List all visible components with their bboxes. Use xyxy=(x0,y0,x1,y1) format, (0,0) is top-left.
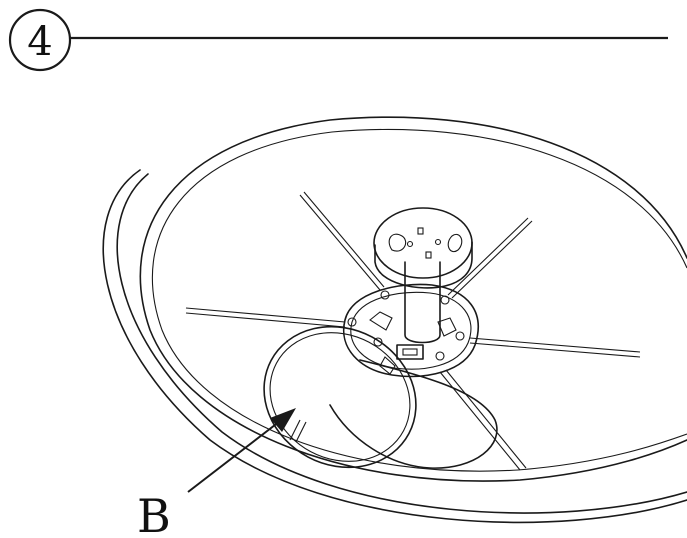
arm-upper-left xyxy=(299,191,385,291)
arm-right xyxy=(469,337,641,358)
top-cap xyxy=(373,207,473,279)
arm-upper-right xyxy=(447,217,533,299)
screw-hole xyxy=(380,290,390,300)
stem-body xyxy=(404,261,441,344)
diffuser-tube-body xyxy=(329,359,498,469)
screw-hole xyxy=(435,351,445,361)
support-arms xyxy=(185,191,641,471)
callout-leader xyxy=(187,417,285,493)
top-cap-side xyxy=(374,241,473,289)
arm-left xyxy=(185,307,346,328)
arm-lower-left xyxy=(289,419,307,443)
screw-hole xyxy=(373,337,383,347)
center-stem xyxy=(373,207,473,344)
canopy-inner-ring-edge xyxy=(151,129,687,472)
screw-hole xyxy=(455,331,465,341)
step-number: 4 xyxy=(27,19,52,65)
wire-connector xyxy=(396,344,424,360)
mounting-plate xyxy=(342,283,480,378)
callout-arrowhead xyxy=(270,408,296,432)
step-number-circle xyxy=(8,8,72,72)
top-cap-slot xyxy=(447,233,463,253)
diffuser-rim xyxy=(263,325,417,469)
diffuser-opening xyxy=(263,325,498,469)
canopy-inner-ring xyxy=(139,116,687,482)
canopy-shell xyxy=(102,116,687,524)
diffuser-rim-inner xyxy=(269,332,411,462)
screw-hole xyxy=(440,295,450,305)
screw-hole xyxy=(347,317,357,327)
mounting-plate-outline xyxy=(342,283,480,378)
callout-b: B xyxy=(137,408,296,538)
callout-label: B xyxy=(137,489,171,538)
canopy-outer-rim xyxy=(102,169,687,524)
step-header: 4 xyxy=(8,8,668,72)
top-cap-slot xyxy=(388,233,407,252)
canopy-outer-rim-inner xyxy=(116,173,687,514)
